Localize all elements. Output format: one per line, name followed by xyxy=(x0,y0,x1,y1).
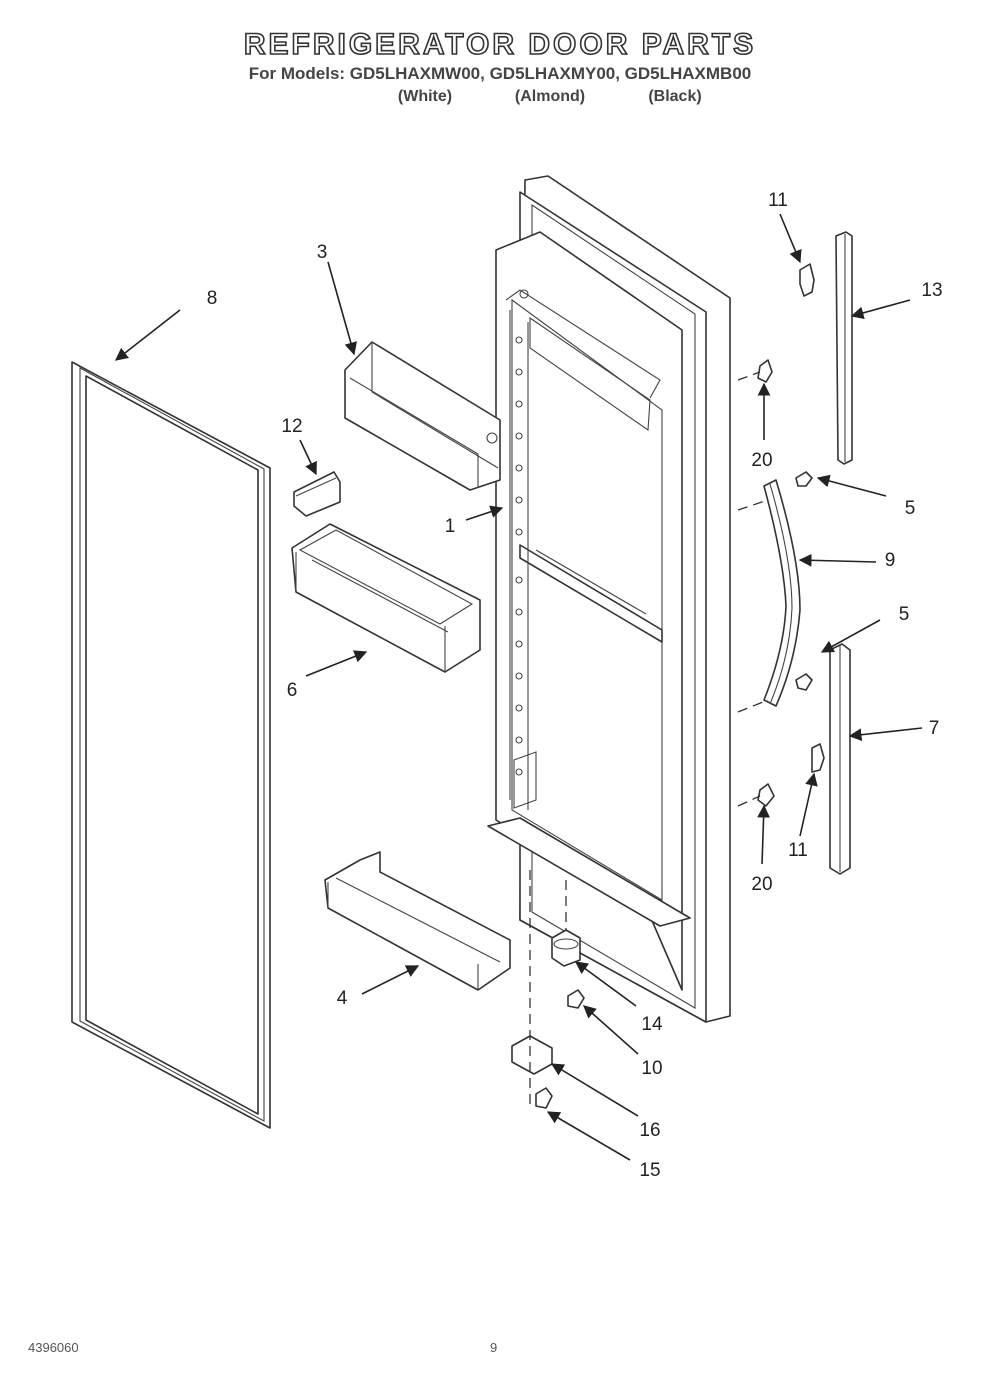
part-5-upper-screw xyxy=(795,471,813,487)
callout-4: 4 xyxy=(337,988,348,1009)
part-15-hinge-bolt xyxy=(535,1087,553,1109)
callout-20-lower: 20 xyxy=(751,874,772,895)
part-8-door-gasket xyxy=(71,361,271,1129)
part-3-dairy-door xyxy=(344,341,501,491)
color-white: (White) xyxy=(397,88,453,105)
callout-3: 3 xyxy=(317,242,328,263)
callout-9: 9 xyxy=(885,550,896,571)
part-20-upper-screw xyxy=(757,359,773,383)
color-black: (Black) xyxy=(648,88,702,105)
page-title: REFRIGERATOR DOOR PARTS xyxy=(243,27,757,62)
part-9-door-handle xyxy=(763,479,801,707)
drawing-code: 4396060 xyxy=(28,1340,79,1355)
part-5-lower-screw xyxy=(795,673,813,691)
part-6-door-bin xyxy=(291,523,481,673)
callout-5-upper: 5 xyxy=(905,498,916,519)
color-almond: (Almond) xyxy=(514,88,586,105)
part-1-door-liner xyxy=(487,175,731,1023)
callout-16: 16 xyxy=(639,1120,660,1141)
part-13-handle-trim-upper xyxy=(835,231,853,465)
callout-5-lower: 5 xyxy=(899,604,910,625)
part-11-lower-clip xyxy=(811,743,825,773)
callout-13: 13 xyxy=(921,280,942,301)
part-16-hinge-bracket xyxy=(511,1035,553,1075)
part-10-hinge-screw xyxy=(567,989,585,1009)
callout-11-upper: 11 xyxy=(768,190,788,211)
part-11-upper-clip xyxy=(799,263,815,297)
callout-14: 14 xyxy=(641,1014,663,1035)
callout-7: 7 xyxy=(929,718,940,739)
part-12-clip xyxy=(293,471,341,517)
part-4-bottom-bin xyxy=(324,851,511,991)
page-number: 9 xyxy=(490,1340,498,1355)
callout-10: 10 xyxy=(641,1058,662,1079)
callout-8: 8 xyxy=(207,288,218,309)
callout-12: 12 xyxy=(281,416,302,437)
callout-6: 6 xyxy=(287,680,298,701)
callout-1: 1 xyxy=(445,516,456,537)
models-line: For Models: GD5LHAXMW00, GD5LHAXMY00, GD… xyxy=(248,64,752,83)
callout-15: 15 xyxy=(639,1160,660,1181)
callout-11-lower: 11 xyxy=(788,840,808,861)
callout-20-upper: 20 xyxy=(751,450,772,471)
part-14-hinge-bushing xyxy=(551,929,581,967)
part-20-lower-screw xyxy=(757,783,775,807)
part-7-handle-trim-lower xyxy=(829,643,851,875)
